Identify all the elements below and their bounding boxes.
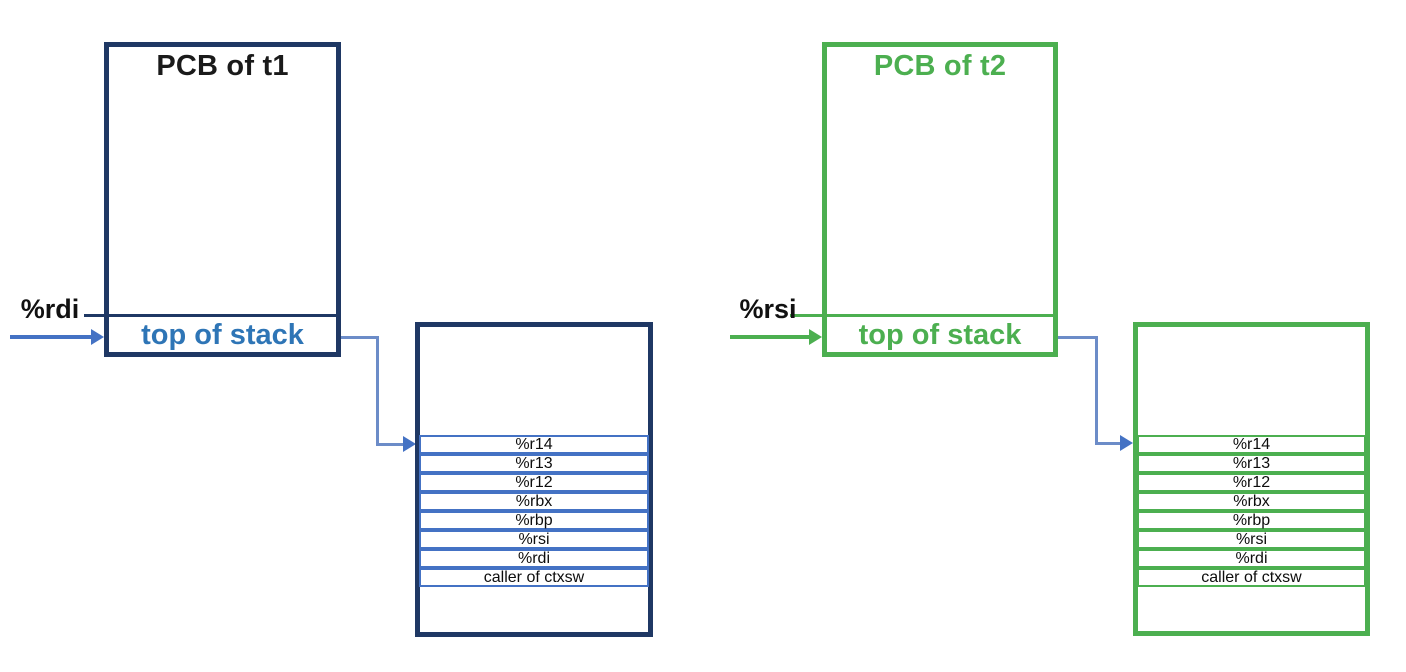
stack-row: %rbp [1137, 511, 1366, 530]
register-pointer-arrow [10, 335, 92, 339]
stack-row: %rdi [1137, 549, 1366, 568]
stack-row: caller of ctxsw [419, 568, 649, 587]
stack-row: %rsi [419, 530, 649, 549]
stack-row: %rbx [419, 492, 649, 511]
stack-rows-t1: %r14 %r13 %r12 %rbx %rbp %rsi %rdi calle… [419, 435, 649, 587]
stack-row: %rsi [1137, 530, 1366, 549]
pcb-title: PCB of t2 [873, 50, 1007, 82]
stack-row: %rbp [419, 511, 649, 530]
stack-row: %r14 [419, 435, 649, 454]
stack-row: %r14 [1137, 435, 1366, 454]
top-of-stack-cell: top of stack [858, 319, 1022, 351]
top-of-stack-cell: top of stack [141, 319, 304, 351]
stack-row: %r13 [1137, 454, 1366, 473]
top-of-stack-divider [84, 314, 341, 317]
stack-row: %r13 [419, 454, 649, 473]
pcb-box-t2 [822, 42, 1058, 357]
register-pointer-label: %rdi [20, 294, 80, 324]
stack-row: %r12 [419, 473, 649, 492]
stack-row: %rdi [419, 549, 649, 568]
top-of-stack-divider [790, 314, 1058, 317]
register-pointer-label: %rsi [739, 294, 797, 324]
register-pointer-arrow [730, 335, 810, 339]
pcb-box-t1 [104, 42, 341, 357]
stack-row: %rbx [1137, 492, 1366, 511]
connector-segment-h1 [1058, 336, 1098, 339]
arrow-right-icon [1120, 435, 1133, 451]
connector-segment-h2 [376, 443, 404, 446]
arrow-right-icon [809, 329, 822, 345]
stack-row: caller of ctxsw [1137, 568, 1366, 587]
connector-segment-h2 [1095, 442, 1121, 445]
stack-rows-t2: %r14 %r13 %r12 %rbx %rbp %rsi %rdi calle… [1137, 435, 1366, 587]
pcb-title: PCB of t1 [156, 50, 289, 82]
connector-segment-h1 [341, 336, 379, 339]
arrow-right-icon [403, 436, 416, 452]
stack-row: %r12 [1137, 473, 1366, 492]
connector-segment-v [376, 336, 379, 446]
arrow-right-icon [91, 329, 104, 345]
connector-segment-v [1095, 336, 1098, 445]
